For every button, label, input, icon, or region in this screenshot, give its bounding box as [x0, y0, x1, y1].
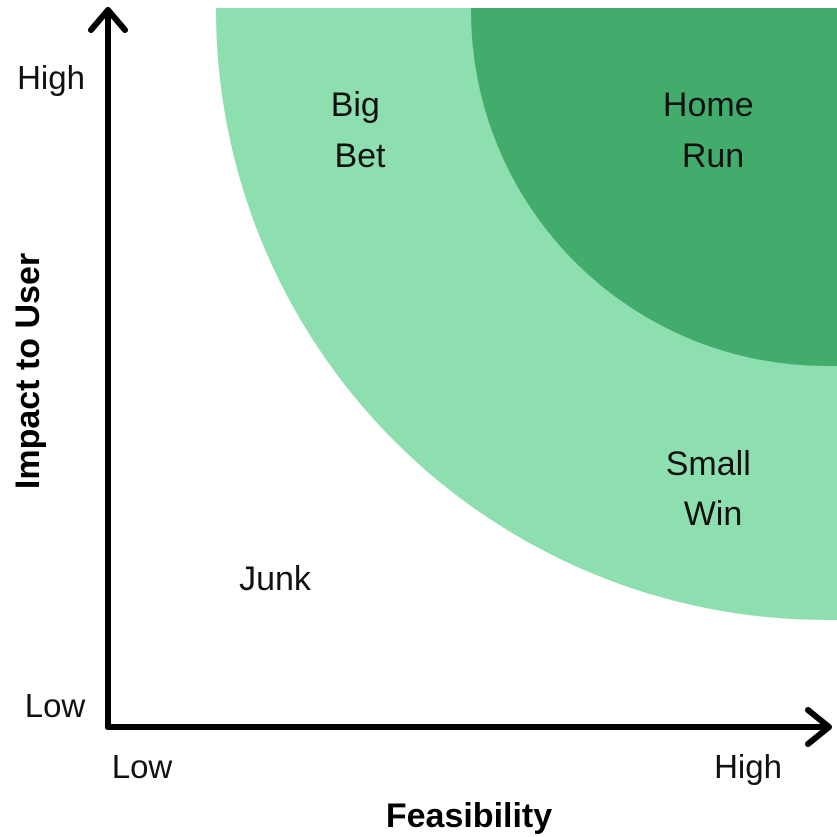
- y-axis-low-label: Low: [25, 687, 86, 724]
- x-axis-title: Feasibility: [386, 797, 552, 835]
- small-win-line-2: Win: [684, 495, 743, 533]
- home-run-zone: [470, 8, 837, 366]
- big-bet-line-1: Big: [331, 86, 380, 124]
- x-axis-arrowhead: [805, 707, 832, 747]
- big-bet-label: Big Bet: [331, 86, 390, 175]
- y-axis-title: Impact to User: [9, 253, 47, 489]
- home-run-line-1: Home: [663, 86, 754, 124]
- junk-label: Junk: [239, 560, 312, 598]
- home-run-line-2: Run: [682, 137, 744, 175]
- big-bet-line-2: Bet: [334, 137, 386, 175]
- x-axis-low-label: Low: [112, 748, 173, 785]
- small-win-line-1: Small: [666, 445, 751, 483]
- small-win-label: Small Win: [666, 445, 760, 533]
- x-axis-high-label: High: [714, 748, 782, 785]
- y-axis-high-label: High: [17, 59, 85, 96]
- y-axis-arrowhead: [88, 7, 128, 33]
- home-run-label: Home Run: [663, 86, 763, 175]
